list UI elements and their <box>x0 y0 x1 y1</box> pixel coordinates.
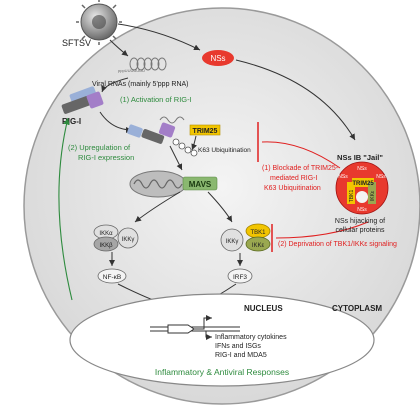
virus-to-rna-arrow <box>109 39 129 57</box>
nss-to-jail-arrow <box>235 59 356 141</box>
jail-nss-bottom: NSs <box>357 207 367 213</box>
blockade-line3: K63 Ubiquitination <box>264 185 321 192</box>
ikk-alpha-label: IKKα <box>99 231 113 237</box>
nss-protein: NSs <box>202 50 234 66</box>
nucleus-label: NUCLEUS <box>244 304 283 313</box>
nucleus-output-2: IFNs and ISGs <box>215 343 261 350</box>
viral-rna-label: Viral RNAs (mainly 5'ppp RNA) <box>92 81 189 88</box>
sftsv-virus <box>76 0 122 45</box>
trim25-arrow <box>191 135 198 151</box>
blockade-line1: (1) Blockade of TRIM25- <box>262 165 339 172</box>
nucleus-output-1: Inflammatory cytokines <box>215 334 287 341</box>
viral-rna-coil <box>129 57 167 71</box>
ikke-label: IKKε <box>252 243 265 249</box>
jail-trim25-label: TRIM25 <box>352 181 374 187</box>
jail-title: NSs IB "Jail" <box>337 153 383 162</box>
jail-tbk1-label: TBK1 <box>349 190 355 203</box>
upregulation-arrow <box>58 117 73 301</box>
jail-nss-right: NSs <box>376 174 386 180</box>
trim25-label: TRIM25 <box>193 128 218 135</box>
cytoplasm-label: CYTOPLASM <box>332 304 382 313</box>
ubiquitin-chain <box>172 138 198 157</box>
nfkb-node <box>97 268 127 284</box>
jail-nss-left: NSs <box>338 174 348 180</box>
ikk-beta-label: IKKβ <box>99 243 113 249</box>
trim25-box <box>189 124 221 136</box>
jail-caption-2: cellular proteins <box>335 227 385 234</box>
irf3-node <box>227 268 253 284</box>
upregulation-line1: (2) Upregulation of <box>68 143 131 152</box>
upregulation-line2: RIG-I expression <box>78 153 134 162</box>
virus-label: SFTSV <box>62 38 91 48</box>
k63-label: K63 Ubiquitination <box>198 147 251 154</box>
virus-to-nss-arrow <box>117 23 201 51</box>
jail-caption-1: NSs hijacking of <box>335 218 385 225</box>
irf3-label: IRF3 <box>233 274 247 281</box>
rigi-active <box>127 116 185 144</box>
jail-ikke-label: IKKε <box>370 190 376 201</box>
nss-label: NSs <box>210 54 225 63</box>
blockade-arrow <box>261 141 341 169</box>
tbk-complex <box>220 223 271 252</box>
gene-promoter <box>150 315 240 334</box>
rigi-label: RIG-I <box>62 117 81 126</box>
rigi-to-mavs-arrow <box>169 145 183 171</box>
response-label: Inflammatory & Antiviral Responses <box>155 367 289 377</box>
rna-sequence-label: pppUUUUUUU <box>118 68 145 73</box>
deprivation-arrow <box>275 221 369 239</box>
rigi-inactive <box>61 86 104 114</box>
mavs-box <box>182 176 218 191</box>
rna-to-rigi-arrow <box>101 77 129 93</box>
mavs-to-ikk-arrow <box>134 191 181 223</box>
tbk-gamma-label: IKKγ <box>226 239 239 245</box>
mavs-to-tbk-arrow <box>207 191 233 223</box>
ikk-gamma-label: IKKγ <box>122 237 135 243</box>
jail-nss-top: NSs <box>357 166 367 172</box>
activation-label: (1) Activation of RIG-I <box>120 95 192 104</box>
blockade-line2: mediated RIG-I <box>270 175 318 182</box>
deprivation-label: (2) Deprivation of TBK1/IKKε signaling <box>278 241 397 248</box>
mavs-label: MAVS <box>189 180 212 189</box>
nucleus-output-3: RIG-I and MDA5 <box>215 352 267 359</box>
gene-output-arrow <box>205 331 212 340</box>
nss-jail <box>335 161 389 215</box>
tbk1-label: TBK1 <box>250 230 266 236</box>
nfkb-label: NF-κB <box>103 274 121 281</box>
nucleus <box>69 293 375 387</box>
ikk-complex <box>93 224 139 252</box>
